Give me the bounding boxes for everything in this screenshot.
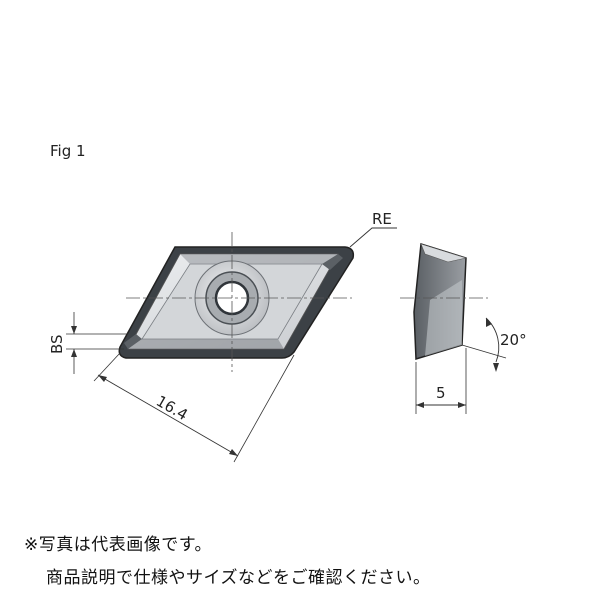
- photo-note: ※写真は代表画像です。: [24, 535, 213, 555]
- insert-corner-left: [124, 334, 142, 349]
- insert-corner-right: [322, 254, 343, 270]
- side-view-top-chamfer: [420, 243, 468, 263]
- figure-title: Fig 1: [50, 142, 86, 160]
- re-label: RE: [372, 210, 392, 228]
- insert-groove-bottom: [128, 339, 284, 349]
- length-dimension: 16.4: [93, 352, 295, 463]
- re-dimension: RE: [349, 210, 397, 248]
- thickness-dimension: 5: [415, 348, 467, 414]
- insert-groove-top: [180, 254, 338, 264]
- spec-note: 商品説明で仕様やサイズなどをご確認ください。: [46, 568, 431, 588]
- side-view-relief-face: [425, 280, 462, 356]
- angle-dimension: 20°: [461, 317, 527, 372]
- length-label: 16.4: [153, 392, 191, 424]
- bs-label: BS: [48, 334, 66, 354]
- insert-side-view: [400, 243, 488, 360]
- angle-label: 20°: [500, 331, 527, 349]
- bs-dimension: BS: [48, 312, 128, 374]
- thickness-label: 5: [436, 384, 446, 402]
- insert-top-view: [118, 232, 355, 372]
